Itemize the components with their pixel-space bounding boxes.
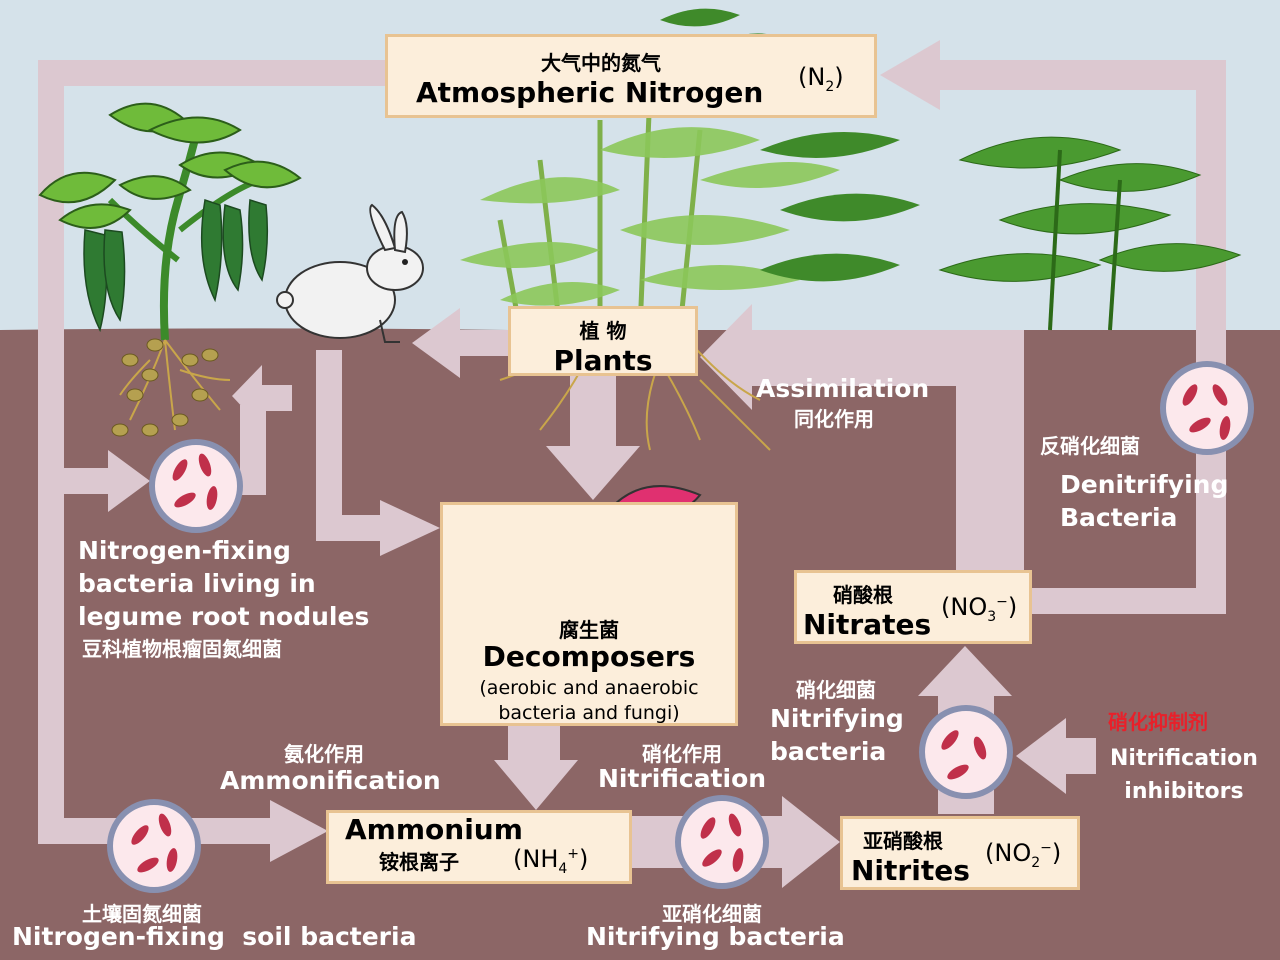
arrow-head-to-atmosphere xyxy=(880,40,940,110)
nitrates-box: 硝酸根 Nitrates (NO3−) xyxy=(794,570,1032,644)
arrow-assim-column xyxy=(956,330,1024,570)
nitrates-zh: 硝酸根 xyxy=(833,583,893,607)
assimilation-zh: 同化作用 xyxy=(794,407,874,431)
nitrates-formula: (NO3−) xyxy=(941,593,1018,625)
ammonification-en-label: Ammonification xyxy=(220,766,441,795)
arrow-head-to-nodules xyxy=(108,450,150,512)
inhibitor-en-line2: inhibitors xyxy=(1124,779,1244,804)
ammonium-box: Ammonium 铵根离子 (NH4+) xyxy=(326,810,632,884)
assimilation-en: Assimilation xyxy=(756,374,930,403)
bacteria-icon-nitrifying-bottom xyxy=(675,795,769,889)
ammonification-zh-label: 氨化作用 xyxy=(284,742,364,766)
atmospheric-nitrogen-box: 大气中的氮气 Atmospheric Nitrogen (N2) xyxy=(385,34,877,118)
denitrifying-en-line2: Bacteria xyxy=(1060,503,1178,532)
arrow-head-to-roots xyxy=(232,365,262,428)
assimilation-label: Assimilation 同化作用 xyxy=(756,374,929,432)
plants-zh: 植 物 xyxy=(579,319,627,343)
inhibitor-zh-label: 硝化抑制剂 xyxy=(1108,710,1208,734)
arrow-denit-top xyxy=(930,60,1226,90)
arrow-bottom-left-bar xyxy=(38,818,278,844)
arrow-left-column xyxy=(38,60,64,842)
arrow-head-inhibitor xyxy=(1016,718,1066,794)
nitrates-en: Nitrates xyxy=(803,608,932,641)
nitrites-formula: (NO2−) xyxy=(985,839,1062,871)
arrow-nodule-up-bar xyxy=(262,385,292,411)
nitrifying-bottom-zh-label: 亚硝化细菌 xyxy=(662,902,762,926)
arrow-nitrites-up xyxy=(938,690,994,814)
legume-en-line1: Nitrogen-fixing xyxy=(78,536,291,565)
arrow-head-to-decomposers xyxy=(380,500,440,556)
decomposers-zh: 腐生菌 xyxy=(559,618,619,642)
denitrifying-en-label: Denitrifying Bacteria xyxy=(1060,468,1228,534)
arrow-head-to-nitrates xyxy=(918,646,1012,696)
arrow-inhibitor-bar xyxy=(1060,738,1096,774)
nitrifying-bacteria-en-line2: bacteria xyxy=(770,737,887,766)
arrow-head-to-ammonium-top xyxy=(494,760,578,810)
plants-box: 植 物 Plants xyxy=(508,306,698,377)
ammonium-zh: 铵根离子 xyxy=(379,850,459,874)
arrow-top-left-bar xyxy=(38,60,388,86)
nitrifying-bottom-en-label: Nitrifying bacteria xyxy=(586,922,845,951)
soil-bacteria-zh-label: 土壤固氮细菌 xyxy=(82,902,202,926)
ammonium-formula: (NH4+) xyxy=(513,845,589,877)
arrow-head-plants-decomp xyxy=(546,446,640,500)
atmosphere-en: Atmospheric Nitrogen xyxy=(416,76,764,109)
legume-en-line2: bacteria living in xyxy=(78,569,316,598)
nitrites-en: Nitrites xyxy=(851,854,970,887)
arrow-head-to-nitrites xyxy=(782,796,840,888)
bacteria-icon-nitrifying xyxy=(919,705,1013,799)
atmosphere-formula: (N2) xyxy=(798,63,844,95)
ammonium-en: Ammonium xyxy=(345,813,523,846)
bacteria-icon-soil xyxy=(107,799,201,893)
plants-en: Plants xyxy=(553,344,653,377)
arrow-plants-down xyxy=(570,372,616,452)
arrow-head-to-plants xyxy=(700,304,752,410)
arrow-plants-rabbit-bar xyxy=(440,330,510,356)
arrow-head-to-rabbit xyxy=(412,308,460,378)
decomposers-en: Decomposers xyxy=(482,640,696,673)
arrow-decomp-down xyxy=(508,722,560,762)
arrow-to-nodules-bar xyxy=(64,468,114,494)
arrow-nodule-up xyxy=(240,405,266,495)
nitrifying-bacteria-en-label: Nitrifying bacteria xyxy=(770,702,904,768)
denitrifying-en-line1: Denitrifying xyxy=(1060,470,1229,499)
inhibitor-en-label: Nitrification inhibitors xyxy=(1110,742,1258,808)
legume-en-line3: legume root nodules xyxy=(78,602,370,631)
cycle-arrows xyxy=(38,40,1226,888)
arrow-left-down xyxy=(316,350,342,540)
bean-plant-icon xyxy=(38,102,302,437)
atmosphere-zh: 大气中的氮气 xyxy=(541,51,661,75)
bacteria-icon-denitrifying xyxy=(1160,361,1254,455)
nitrifying-bacteria-zh-label: 硝化细菌 xyxy=(796,678,876,702)
nitrites-zh: 亚硝酸根 xyxy=(863,829,943,853)
nitrites-box: 亚硝酸根 Nitrites (NO2−) xyxy=(840,816,1080,890)
nitrification-en-label: Nitrification xyxy=(598,764,767,793)
denitrifying-zh-label: 反硝化细菌 xyxy=(1040,434,1140,458)
legume-bacteria-label: Nitrogen-fixing bacteria living in legum… xyxy=(78,534,369,666)
nitrification-zh-label: 硝化作用 xyxy=(642,742,722,766)
legume-zh: 豆科植物根瘤固氮细菌 xyxy=(82,637,282,661)
soil-bacteria-en-label: Nitrogen-fixing soil bacteria xyxy=(12,922,417,951)
nitrifying-bacteria-en-line1: Nitrifying xyxy=(770,704,904,733)
arrow-denit-bottom xyxy=(1030,588,1226,614)
bacteria-icon-legume xyxy=(149,439,243,533)
arrow-ammonium-nitrites xyxy=(630,816,790,868)
rabbit-icon xyxy=(276,203,424,343)
arrow-head-to-ammonium xyxy=(270,800,328,862)
inhibitor-en-line1: Nitrification xyxy=(1110,746,1258,771)
